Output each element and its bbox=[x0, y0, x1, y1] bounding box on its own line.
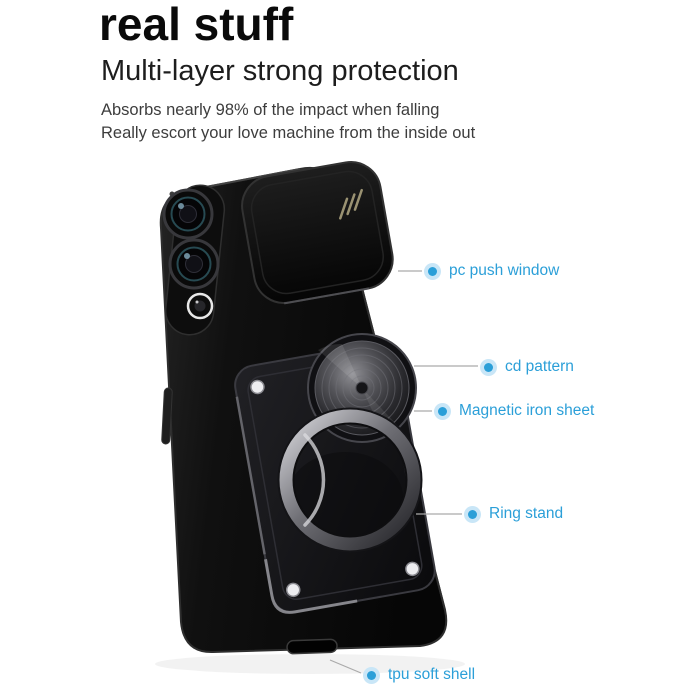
ring-stand bbox=[277, 407, 423, 553]
callout-ring-stand: Ring stand bbox=[464, 505, 563, 523]
callout-tpu-soft-shell: tpu soft shell bbox=[363, 666, 475, 684]
callout-dot-icon bbox=[424, 262, 441, 280]
callout-label: pc push window bbox=[449, 262, 560, 279]
callout-magnetic-iron-sheet: Magnetic iron sheet bbox=[434, 402, 594, 420]
callout-label: tpu soft shell bbox=[388, 666, 476, 683]
camera-lens-1 bbox=[162, 188, 214, 240]
description-line-2: Really escort your love machine from the… bbox=[101, 123, 476, 142]
camera-lenses bbox=[162, 184, 226, 336]
grip-lines bbox=[339, 188, 363, 220]
callout-label: cd pattern bbox=[505, 358, 574, 375]
ring-groove bbox=[287, 452, 403, 544]
flash-lens bbox=[186, 292, 214, 320]
callout-label: Ring stand bbox=[489, 505, 564, 522]
callout-label: Magnetic iron sheet bbox=[459, 402, 595, 419]
callout-pc-push-window: pc push window bbox=[424, 262, 559, 280]
page-subtitle: Multi-layer strong protection bbox=[101, 54, 459, 87]
plate-hole bbox=[250, 379, 265, 395]
header: real stuff Multi-layer strong protection… bbox=[99, 0, 475, 144]
plate-hole bbox=[405, 561, 420, 577]
callout-dot-icon bbox=[464, 505, 481, 523]
callout-cd-pattern: cd pattern bbox=[480, 358, 574, 376]
description: Absorbs nearly 98% of the impact when fa… bbox=[101, 99, 475, 144]
camera-lens-2 bbox=[168, 238, 220, 290]
plate-hole bbox=[285, 582, 301, 598]
case-shadow bbox=[155, 654, 465, 674]
description-line-1: Absorbs nearly 98% of the impact when fa… bbox=[101, 101, 440, 120]
callout-dot-icon bbox=[480, 358, 497, 376]
slide-cover bbox=[241, 161, 394, 305]
side-button bbox=[161, 387, 173, 445]
charging-port bbox=[286, 638, 338, 655]
page-title: real stuff bbox=[99, 0, 294, 50]
callout-dot-icon bbox=[434, 402, 451, 420]
leader-lines bbox=[329, 270, 478, 674]
callout-dot-icon bbox=[363, 666, 380, 684]
